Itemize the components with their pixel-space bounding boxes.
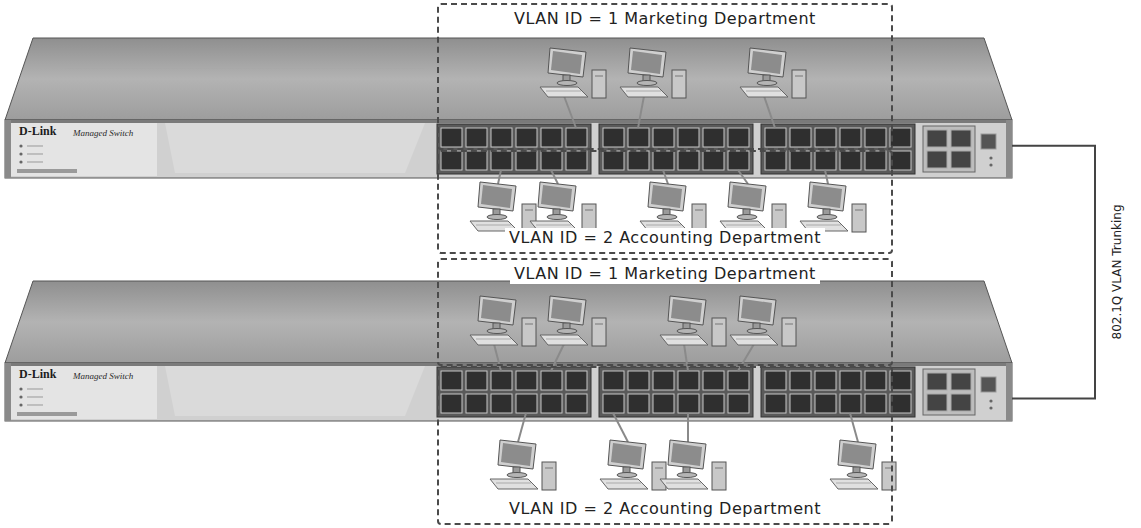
brand-label: D-Link [19, 367, 56, 381]
vlan-region: VLAN ID = 2 Accounting Department [437, 366, 893, 525]
model-label: Managed Switch [73, 127, 133, 139]
vlan-region: VLAN ID = 2 Accounting Department [437, 150, 893, 254]
vlan-title: VLAN ID = 1 Marketing Department [510, 9, 820, 29]
model-label: Managed Switch [73, 370, 133, 382]
vlan-title: VLAN ID = 2 Accounting Department [505, 228, 825, 248]
vlan-region: VLAN ID = 1 Marketing Department [437, 258, 893, 366]
managed-switch: D-Link Managed Switch [5, 281, 1012, 421]
vlan-title: VLAN ID = 2 Accounting Department [505, 499, 825, 519]
brand-label: D-Link [19, 124, 56, 138]
edge-label: 802.1Q VLAN Trunking [1110, 203, 1125, 342]
managed-switch: D-Link Managed Switch [5, 38, 1012, 178]
vlan-region: VLAN ID = 1 Marketing Department [437, 3, 893, 150]
trunk-link [1012, 146, 1095, 399]
vlan-title: VLAN ID = 1 Marketing Department [510, 264, 820, 284]
